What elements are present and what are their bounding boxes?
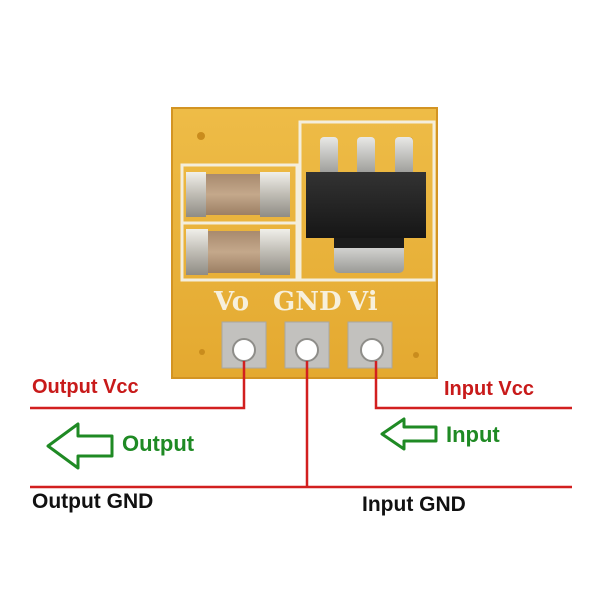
input-label: Input	[446, 422, 500, 447]
output-gnd-label: Output GND	[32, 490, 154, 513]
pin-label-vi: Vi	[348, 287, 378, 317]
wire-input-vcc	[374, 361, 572, 410]
capacitor-top	[186, 172, 290, 217]
input-arrow-icon	[380, 417, 438, 451]
wire-output-vcc	[30, 361, 246, 410]
input-vcc-label: Input Vcc	[444, 378, 535, 400]
output-label: Output	[122, 431, 195, 456]
pad-vi	[347, 321, 393, 369]
capacitor-silkscreen-outline	[180, 163, 299, 282]
pad-gnd	[284, 321, 330, 369]
pin-label-vo: Vo	[214, 287, 250, 317]
voltage-regulator-chip	[306, 137, 426, 273]
input-gnd-label: Input GND	[362, 493, 466, 516]
output-arrow-icon	[46, 422, 114, 470]
capacitor-bottom	[186, 229, 290, 275]
wire-gnd	[30, 361, 572, 489]
regulator-silkscreen-outline	[298, 120, 436, 282]
output-vcc-label: Output Vcc	[32, 376, 139, 398]
pin-label-gnd: GND	[273, 287, 342, 317]
